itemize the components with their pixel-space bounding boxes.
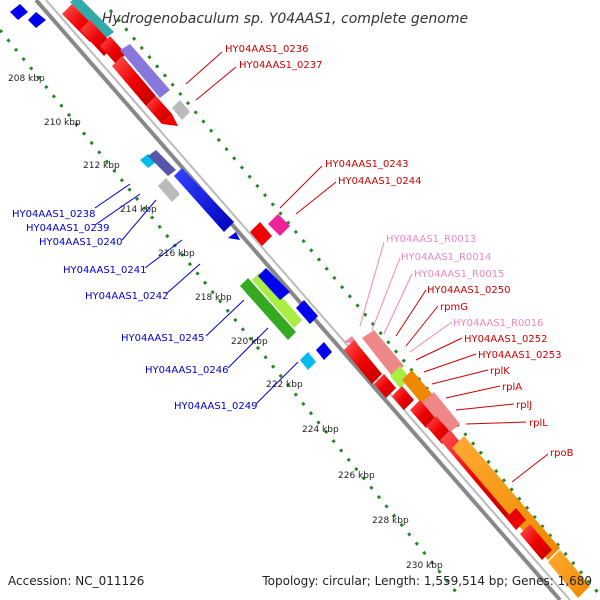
gene-label: HY04AAS1_0246 — [145, 365, 228, 376]
gene-arrow — [100, 36, 126, 64]
gene-label: rpmG — [440, 302, 468, 313]
gene-arrow — [174, 168, 234, 232]
gc-content-track — [0, 9, 600, 596]
gene-arrow — [10, 4, 28, 20]
gene-arrow — [362, 330, 404, 376]
gene-label: HY04AAS1_0240 — [39, 237, 122, 248]
gene-label: rpoB — [550, 448, 574, 459]
gene-arrow — [120, 44, 170, 98]
gene-arrow — [146, 96, 172, 124]
gene-label: rplA — [502, 382, 522, 393]
gene-arrow — [158, 178, 180, 202]
gene-arrow — [296, 300, 318, 324]
gene-label: HY04AAS1_0236 — [225, 44, 308, 55]
gene-label: HY04AAS1_0238 — [12, 209, 95, 220]
genome-title: Hydrogenobaculum sp. Y04AAS1, complete g… — [102, 11, 468, 27]
gene-label: HY04AAS1_0241 — [63, 265, 146, 276]
gc-line-inner — [0, 29, 458, 593]
gene-label: rplK — [490, 366, 510, 377]
accession-text: Accession: NC_011126 — [8, 574, 145, 588]
gene-arrow — [506, 508, 526, 530]
gene-label: rplL — [529, 418, 548, 429]
axis-tick-label: 208 kbp — [8, 74, 45, 84]
gene-arrow — [258, 268, 290, 300]
topology-text: Topology: circular; Length: 1,559,514 bp… — [262, 574, 592, 588]
axis-tick-label: 210 kbp — [44, 118, 81, 128]
reverse-gene-labels: HY04AAS1_0238 HY04AAS1_0239 HY04AAS1_024… — [12, 183, 299, 412]
gene-arrow — [250, 222, 272, 246]
axis-tick-label: 220 kbp — [231, 337, 268, 347]
gene-label: HY04AAS1_0244 — [338, 176, 421, 187]
gene-arrow — [28, 12, 46, 28]
gene-arrow — [344, 340, 382, 384]
axis-tick-label: 214 kbp — [120, 205, 157, 215]
axis-tick-label: 228 kbp — [372, 516, 409, 526]
gene-arrow — [228, 232, 240, 240]
gene-arrow — [112, 56, 156, 106]
axis-ticks: 208 kbp 210 kbp 212 kbp 214 kbp 216 kbp … — [8, 74, 443, 571]
gene-label: HY04AAS1_0239 — [26, 223, 109, 234]
gene-label: HY04AAS1_0253 — [478, 350, 561, 361]
forward-gene-labels: HY04AAS1_0236 HY04AAS1_0237 HY04AAS1_024… — [185, 44, 574, 483]
gene-arrow — [70, 0, 114, 38]
axis-tick-label: 218 kbp — [195, 293, 232, 303]
axis-tick-label: 212 kbp — [83, 161, 120, 171]
axis-tick-label: 216 kbp — [158, 249, 195, 259]
gene-arrow — [374, 374, 396, 398]
axis-tick-label: 222 kbp — [266, 380, 303, 390]
gene-label: HY04AAS1_R0013 — [386, 234, 476, 245]
gene-arrow — [140, 154, 156, 168]
gene-label: HY04AAS1_R0014 — [401, 252, 491, 263]
gc-line-outer — [108, 9, 600, 596]
gene-label: HY04AAS1_0249 — [174, 401, 257, 412]
gene-arrow — [240, 278, 296, 340]
gene-arrow — [410, 400, 436, 428]
axis-tick-label: 230 kbp — [406, 561, 443, 571]
gene-label: HY04AAS1_R0016 — [453, 318, 543, 329]
gene-arrow — [172, 100, 190, 120]
genome-backbone — [34, 0, 571, 600]
gene-arrow — [548, 550, 590, 598]
gene-arrow — [162, 114, 178, 126]
gene-arrow — [252, 272, 302, 328]
gene-label: HY04AAS1_0250 — [427, 285, 510, 296]
gene-arrow — [268, 214, 290, 236]
gene-arrow — [148, 150, 176, 176]
gene-arrow — [392, 386, 414, 410]
gene-label: rplJ — [516, 400, 532, 411]
gene-arrow — [520, 524, 552, 560]
gene-arrow — [316, 342, 332, 360]
gene-arrow — [422, 392, 460, 434]
gene-label: HY04AAS1_0243 — [325, 159, 408, 170]
gene-label: HY04AAS1_0242 — [85, 291, 168, 302]
reverse-strand-features — [10, 4, 332, 370]
axis-tick-label: 224 kbp — [302, 425, 339, 435]
axis-tick-label: 226 kbp — [338, 471, 375, 481]
gene-label: HY04AAS1_0237 — [239, 60, 322, 71]
gene-label: HY04AAS1_R0015 — [414, 269, 504, 280]
gene-arrow — [402, 370, 432, 404]
gene-label: HY04AAS1_0245 — [121, 333, 204, 344]
gene-arrow — [300, 352, 316, 370]
gene-label: HY04AAS1_0252 — [464, 334, 547, 345]
forward-strand-features — [62, 0, 590, 598]
